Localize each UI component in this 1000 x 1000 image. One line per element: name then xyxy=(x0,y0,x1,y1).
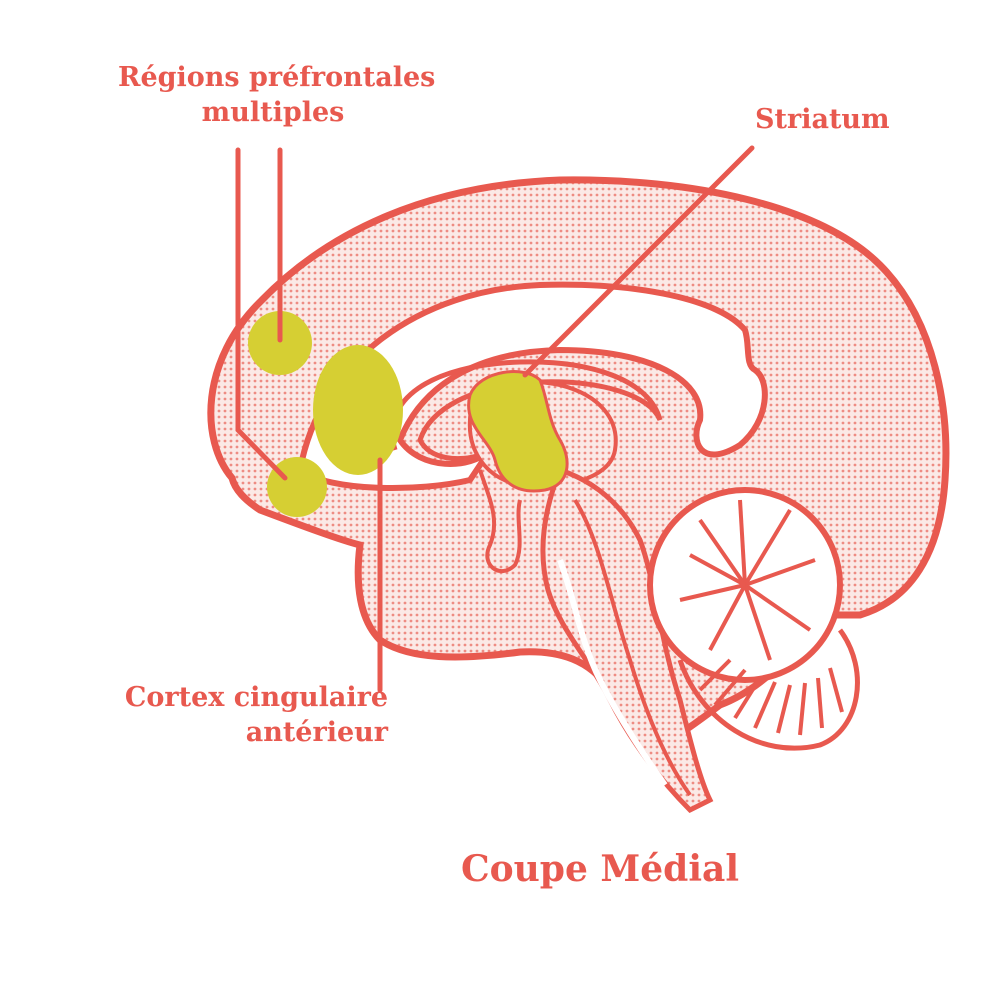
diagram-title: Coupe Médial xyxy=(460,848,740,890)
label-prefrontal-line1: Régions préfrontales xyxy=(118,62,436,93)
corpus-callosum-band xyxy=(296,281,768,492)
brainstem xyxy=(540,466,714,814)
ventricle-curve xyxy=(389,359,663,462)
hypothalamus-outline xyxy=(478,469,522,573)
label-cingulate-line1: Cortex cingulaire xyxy=(124,682,388,713)
arbor-vitae xyxy=(679,499,816,661)
leader-lines xyxy=(235,145,755,693)
label-anterior-cingulate: Cortex cingulaire antérieur xyxy=(120,680,388,750)
leader-striatum xyxy=(522,145,755,378)
cerebellum-lower-folia xyxy=(677,628,860,751)
brainstem-white-channel xyxy=(557,558,668,787)
label-cingulate-line2: antérieur xyxy=(245,717,388,749)
label-prefrontal-line2: multiples xyxy=(201,97,345,129)
label-striatum: Striatum xyxy=(755,104,890,135)
striatum-region xyxy=(467,370,569,493)
label-prefrontal-regions: Régions préfrontales multiples xyxy=(118,60,436,130)
brainstem-inner-line xyxy=(573,498,692,797)
anterior-cingulate-region xyxy=(313,345,403,475)
leader-prefrontal-lower xyxy=(235,147,288,481)
cerebellum-folia-lines xyxy=(698,658,844,736)
prefrontal-region-upper xyxy=(248,311,312,375)
